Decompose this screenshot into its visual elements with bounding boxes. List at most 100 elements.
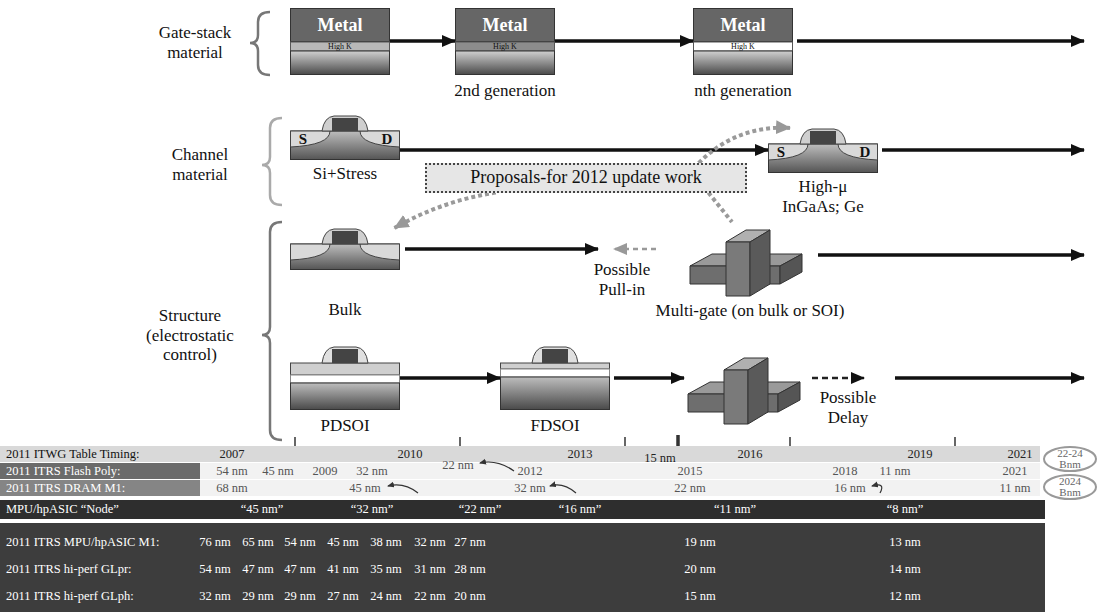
table-cell: 11 nm xyxy=(879,465,910,478)
brace xyxy=(250,12,270,75)
table-cell: 2016 xyxy=(738,448,763,461)
proposal-box: Proposals-for 2012 update work xyxy=(425,163,747,193)
table-cell: “32 nm” xyxy=(351,503,394,516)
table-cell: 2011 ITRS MPU/hpASIC M1: xyxy=(6,536,159,549)
table-cell: “16 nm” xyxy=(559,503,602,516)
year-text: 2024 Bnm xyxy=(1050,476,1090,498)
transistor-figure xyxy=(290,228,400,270)
table-cell: 24 nm xyxy=(370,590,402,603)
shift-arrow xyxy=(872,485,882,493)
table-cell: 76 nm xyxy=(199,536,231,549)
gate-stack: MetalHigh K xyxy=(290,8,390,75)
table-cell: 20 nm xyxy=(454,590,486,603)
table-cell: 47 nm xyxy=(284,563,316,576)
delay-arrow xyxy=(812,377,864,380)
node-caption: Multi-gate (on bulk or SOI) xyxy=(656,301,845,321)
layer-label: Metal xyxy=(290,8,390,42)
terminal-label: S xyxy=(292,131,314,147)
table-cell: “22 nm” xyxy=(459,503,502,516)
soi-transistor: FDSOI xyxy=(500,345,610,410)
table-cell: 20 nm xyxy=(684,563,716,576)
table-cell: 54 nm xyxy=(284,536,316,549)
node-caption: FDSOI xyxy=(530,416,579,436)
roadmap-arrow xyxy=(614,376,684,380)
transistor: SDSi+Stress xyxy=(290,115,400,160)
table-cell: 12 nm xyxy=(889,590,921,603)
table-cell: 29 nm xyxy=(284,590,316,603)
table-cell: 2009 xyxy=(313,465,338,478)
terminal-label: S xyxy=(770,144,792,160)
table-cell: 2012 xyxy=(518,465,543,478)
layer-label: High K xyxy=(693,42,793,51)
table-cell: 11 nm xyxy=(999,482,1030,495)
multi-gate-transistor: Multi-gate (on bulk or SOI) xyxy=(690,222,810,297)
node-caption: Bulk xyxy=(328,300,361,320)
table-cell: 16 nm xyxy=(834,482,866,495)
table-band xyxy=(200,480,1040,496)
node-caption: nth generation xyxy=(694,81,792,101)
group-label: Structure (electrostatic control) xyxy=(131,306,249,365)
node-caption: Si+Stress xyxy=(313,164,377,184)
table-band xyxy=(0,500,1045,519)
table-cell: 27 nm xyxy=(327,590,359,603)
shift-arrow xyxy=(388,485,418,493)
terminal-label: D xyxy=(376,131,398,147)
table-cell: 2013 xyxy=(568,448,593,461)
soi-figure xyxy=(500,345,610,410)
shift-arrow xyxy=(550,485,576,493)
table-cell: 45 nm xyxy=(327,536,359,549)
table-cell: 54 nm xyxy=(199,563,231,576)
table-cell: “11 nm” xyxy=(714,503,756,516)
table-cell: 32 nm xyxy=(199,590,231,603)
timeline-ticks xyxy=(295,435,955,446)
table-cell: 27 nm xyxy=(454,536,486,549)
table-cell: 19 nm xyxy=(684,536,716,549)
table-cell: 47 nm xyxy=(242,563,274,576)
soi-figure xyxy=(290,345,400,410)
table-cell: 32 nm xyxy=(514,482,546,495)
brace xyxy=(262,118,282,205)
shift-arrow xyxy=(480,462,514,471)
node-caption: High-μ InGaAs; Ge xyxy=(773,177,873,216)
table-cell: 35 nm xyxy=(370,563,402,576)
table-band xyxy=(0,523,1045,612)
layer-label: High K xyxy=(290,42,390,51)
table-cell: 22 nm xyxy=(674,482,706,495)
table-cell: 15 nm xyxy=(644,452,676,465)
table-cell: 31 nm xyxy=(414,563,446,576)
table-cell: “45 nm” xyxy=(241,503,284,516)
proposal-arrow xyxy=(708,193,732,222)
layer-label: Metal xyxy=(455,8,555,42)
table-cell: 2010 xyxy=(398,448,423,461)
year-oval: 22-24 Bnm xyxy=(1042,446,1098,472)
table-cell: 41 nm xyxy=(327,563,359,576)
table-band xyxy=(0,446,1040,462)
year-oval: 2024 Bnm xyxy=(1042,474,1098,500)
node-caption: PDSOI xyxy=(320,416,369,436)
node-caption: 2nd generation xyxy=(454,81,556,101)
table-cell: 13 nm xyxy=(889,536,921,549)
table-cell: 45 nm xyxy=(349,482,381,495)
group-label: Possible Pull-in xyxy=(586,260,658,299)
table-cell: 65 nm xyxy=(242,536,274,549)
roadmap-arrow xyxy=(797,39,1084,43)
table-cell: 32 nm xyxy=(414,536,446,549)
table-cell: 2007 xyxy=(220,448,245,461)
gate-stack: MetalHigh Knth generation xyxy=(693,8,793,75)
table-cell: 15 nm xyxy=(684,590,716,603)
bulk-transistor: Bulk xyxy=(290,228,400,270)
table-cell: 2011 ITRS hi-perf GLpr: xyxy=(6,563,132,576)
layer-label: Metal xyxy=(693,8,793,42)
layer-label: High K xyxy=(455,42,555,51)
table-band xyxy=(0,480,200,496)
table-cell: 68 nm xyxy=(216,482,248,495)
table-cell: 38 nm xyxy=(370,536,402,549)
table-cell: 29 nm xyxy=(242,590,274,603)
table-cell: 2011 ITRS hi-perf GLph: xyxy=(6,590,134,603)
table-cell: 45 nm xyxy=(262,465,294,478)
table-cell: 2021 xyxy=(1008,448,1033,461)
table-cell: 28 nm xyxy=(454,563,486,576)
roadmap-arrow xyxy=(400,148,768,152)
table-cell: 2011 ITWG Table Timing: xyxy=(6,448,140,461)
